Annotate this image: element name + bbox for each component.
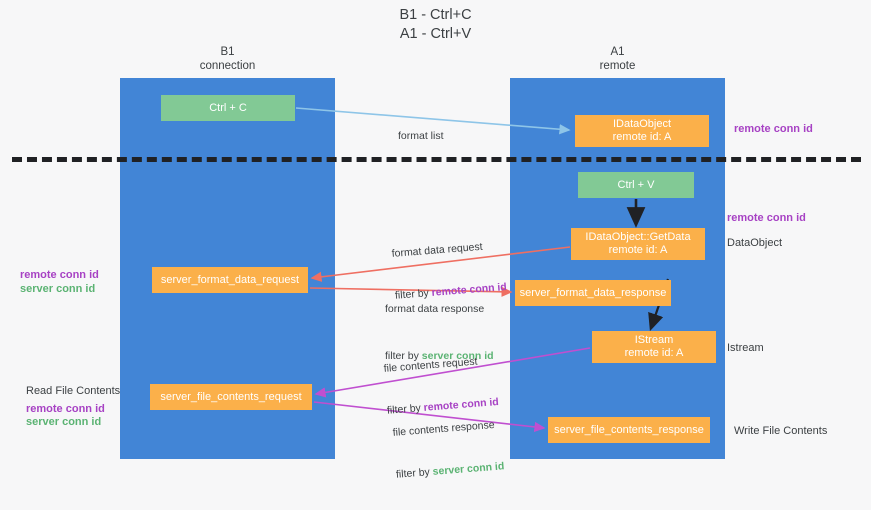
annotation-server-conn-id-left-2: server conn id <box>26 416 102 428</box>
node-idataobject-line2: remote id: A <box>612 131 672 143</box>
edge-label-format-list: format list <box>398 101 444 171</box>
edge-label-format-data-response: format data response filter by server co… <box>385 274 494 391</box>
annotation-remote-conn-id-left-1: remote conn id <box>20 269 99 281</box>
node-idataobject[interactable]: IDataObject remote id: A <box>575 115 709 147</box>
edge-label-fcresp-filter-prefix: filter by <box>395 465 434 481</box>
node-getdata-line1: IDataObject::GetData <box>585 231 691 243</box>
edge-label-fdreq-text: format data request <box>391 240 483 260</box>
divider-dashed-line <box>12 157 861 162</box>
annotation-write-file-contents: Write File Contents <box>734 425 828 437</box>
node-getdata-line2: remote id: A <box>608 244 668 256</box>
node-istream[interactable]: IStream remote id: A <box>592 331 716 363</box>
edge-label-fdresp-filter-prefix: filter by <box>385 350 422 362</box>
edge-label-fdresp-filter-key: server conn id <box>421 350 494 362</box>
page-title: B1 - Ctrl+C A1 - Ctrl+V <box>399 7 472 42</box>
node-idataobject-line1: IDataObject <box>612 118 672 130</box>
node-istream-line1: IStream <box>634 334 674 346</box>
annotation-read-file-contents: Read File Contents <box>26 385 121 397</box>
edge-label-file-contents-response: file contents response filter by server … <box>390 389 507 509</box>
node-server-format-data-request[interactable]: server_format_data_request <box>152 267 308 293</box>
annotation-istream: Istream <box>727 342 764 354</box>
annotation-remote-conn-id-right-1: remote conn id <box>734 123 813 135</box>
annotation-dataobject: DataObject <box>727 237 783 249</box>
lane-header-b1: B1 connection <box>199 46 256 72</box>
node-ctrl-c[interactable]: Ctrl + C <box>161 95 295 121</box>
lane-header-a1: A1 remote <box>599 46 636 72</box>
edge-label-fcresp-text: file contents response <box>392 418 496 439</box>
node-idataobject-getdata[interactable]: IDataObject::GetData remote id: A <box>571 228 705 260</box>
edge-label-format-list-text: format list <box>398 130 444 142</box>
node-server-format-data-response[interactable]: server_format_data_response <box>515 280 671 306</box>
annotation-remote-conn-id-left-2: remote conn id <box>26 403 105 415</box>
node-sfcresp-label: server_file_contents_response <box>554 423 704 436</box>
node-server-file-contents-request[interactable]: server_file_contents_request <box>150 384 312 410</box>
edge-label-fcresp-filter: filter by server conn id <box>395 459 505 481</box>
diagram-canvas: B1 - Ctrl+C A1 - Ctrl+V B1 connection A1… <box>12 7 861 481</box>
node-istream-line2: remote id: A <box>624 347 684 359</box>
node-server-file-contents-response[interactable]: server_file_contents_response <box>548 417 710 443</box>
edge-label-fcreq-text: file contents request <box>383 355 478 375</box>
node-sfdresp-label: server_format_data_response <box>519 286 667 299</box>
edge-label-fdresp-filter: filter by server conn id <box>385 349 494 363</box>
node-ctrl-v[interactable]: Ctrl + V <box>578 172 694 198</box>
edge-label-fcresp-filter-key: server conn id <box>432 460 505 478</box>
node-sfcreq-label: server_file_contents_request <box>160 390 302 403</box>
node-ctrl-v-label: Ctrl + V <box>617 178 655 191</box>
edge-label-fdresp-text: format data response <box>385 303 485 315</box>
annotation-remote-conn-id-right-2: remote conn id <box>727 212 806 224</box>
node-sfdreq-label: server_format_data_request <box>160 273 300 286</box>
node-ctrl-c-label: Ctrl + C <box>209 101 247 114</box>
annotation-server-conn-id-left-1: server conn id <box>20 283 96 295</box>
